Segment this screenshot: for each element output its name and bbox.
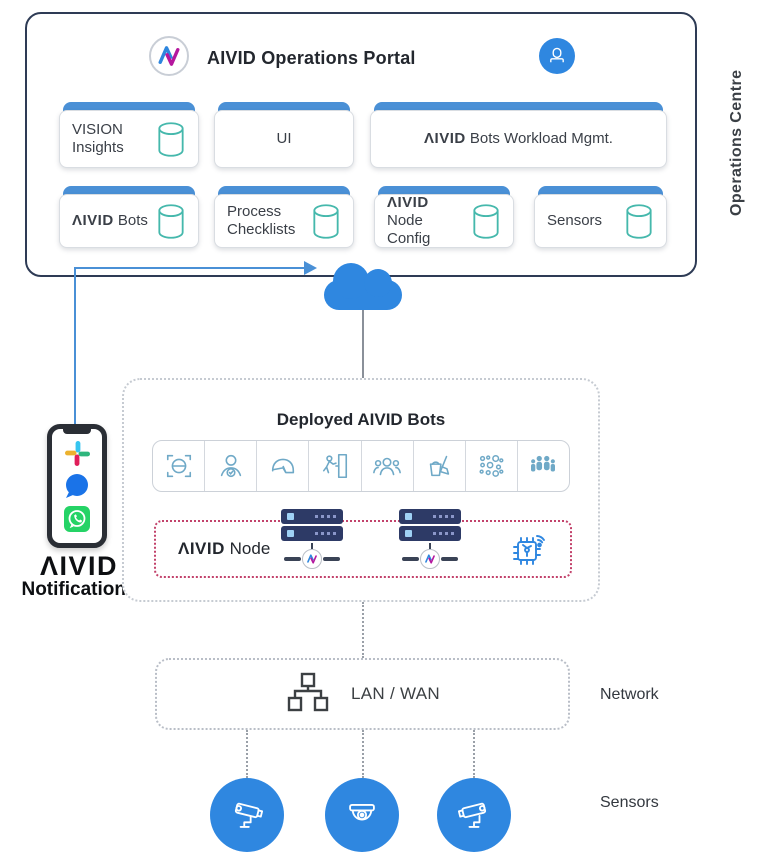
network-to-sensor-line — [362, 730, 364, 778]
node-label: ΛIVID Node — [178, 539, 271, 558]
helmet-detection-icon — [257, 441, 310, 491]
crowd-detection-icon — [362, 441, 414, 491]
bots-to-network-line — [362, 602, 364, 658]
card-label: ΛIVID Node Config — [387, 194, 431, 247]
cloud-icon — [324, 263, 402, 310]
network-topology-icon — [287, 672, 329, 712]
arrow-head-icon — [304, 261, 317, 275]
bot-icon-strip — [152, 440, 570, 492]
operations-centre-label: Operations Centre — [728, 69, 745, 217]
object-clustering-icon — [466, 441, 518, 491]
lan-wan-label: LAN / WAN — [351, 684, 440, 703]
housekeeping-icon — [414, 441, 466, 491]
card-process-checklists[interactable]: Process Checklists — [214, 186, 354, 248]
network-to-sensor-line — [246, 730, 248, 778]
notification-connector-line — [74, 267, 306, 269]
aivid-node-hub-icon — [420, 549, 440, 569]
cloud-to-bots-line — [362, 310, 364, 380]
database-icon — [158, 121, 184, 157]
database-icon — [313, 203, 339, 239]
bullet-camera-right-icon — [437, 778, 511, 852]
aivid-logo-icon — [149, 36, 189, 76]
network-side-label: Network — [600, 686, 659, 703]
user-avatar-icon[interactable] — [539, 38, 575, 74]
sensors-side-label: Sensors — [600, 794, 659, 811]
intrusion-detection-icon — [309, 441, 362, 491]
card-label: Process Checklists — [227, 203, 296, 238]
server-stack-icon — [399, 509, 461, 569]
aivid-node-hub-icon — [302, 549, 322, 569]
card-aivid-bots[interactable]: ΛIVID Bots — [59, 186, 199, 248]
card-bots-workload-mgmt[interactable]: ΛIVID Bots Workload Mgmt. — [370, 102, 667, 168]
server-stack-icon — [281, 509, 343, 569]
card-label: ΛIVID Bots Workload Mgmt. — [424, 130, 613, 147]
whatsapp-icon — [64, 505, 90, 532]
card-label: VISION Insights — [72, 121, 124, 156]
card-label: UI — [276, 130, 292, 147]
card-sensors[interactable]: Sensors — [534, 186, 667, 248]
messages-icon — [66, 473, 88, 498]
deployed-bots-title: Deployed AIVID Bots — [276, 410, 446, 429]
portal-title: AIVID Operations Portal — [207, 48, 416, 68]
card-aivid-node-config[interactable]: ΛIVID Node Config — [374, 186, 514, 248]
network-to-sensor-line — [473, 730, 475, 778]
bullet-camera-left-icon — [210, 778, 284, 852]
deployed-bots-box: Deployed AIVID Bots — [122, 378, 600, 602]
notifications-label: ΛIVID Notifications — [21, 551, 137, 601]
notifications-phone — [47, 424, 107, 548]
card-ui[interactable]: UI — [214, 102, 354, 168]
aivid-node-box: ΛIVID Node — [154, 509, 572, 578]
slack-icon — [64, 440, 90, 466]
ai-chip-icon — [513, 535, 545, 565]
card-label: ΛIVID Bots — [72, 212, 148, 229]
operations-portal-box: AIVID Operations Portal VISION Insights … — [25, 12, 697, 277]
dome-camera-icon — [325, 778, 399, 852]
card-vision-insights[interactable]: VISION Insights — [59, 102, 199, 168]
people-counting-icon — [518, 441, 569, 491]
notification-connector-line — [74, 268, 76, 426]
face-detection-icon — [153, 441, 206, 491]
card-label: Sensors — [547, 212, 603, 229]
database-icon — [158, 203, 184, 239]
database-icon — [626, 203, 652, 239]
database-icon — [473, 203, 499, 239]
person-verification-icon — [205, 441, 258, 491]
phone-notch — [63, 428, 91, 434]
lan-wan-box: LAN / WAN — [155, 658, 570, 730]
